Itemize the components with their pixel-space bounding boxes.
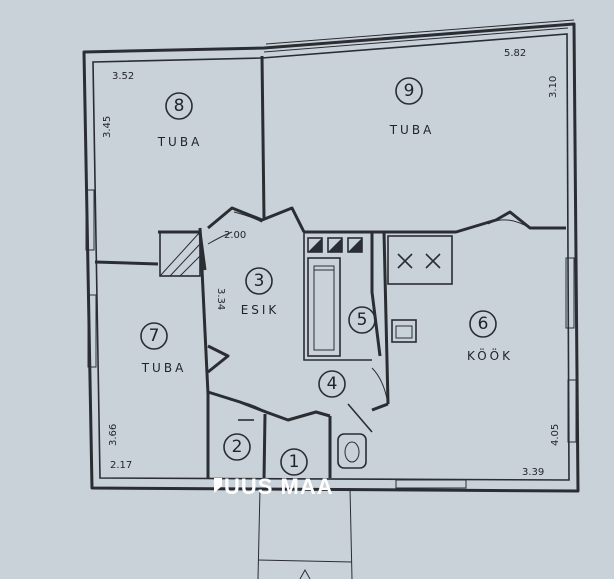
dim-room8-width: 3.52 bbox=[112, 71, 134, 82]
interior-walls bbox=[94, 55, 566, 481]
kitchen-sink bbox=[391, 319, 417, 343]
room-8-number: 8 bbox=[174, 96, 185, 116]
dim-room7-height: 3.66 bbox=[108, 424, 119, 446]
dim-room9-width: 5.82 bbox=[504, 48, 526, 59]
bathtub bbox=[307, 257, 341, 357]
dim-room6-width: 3.39 bbox=[522, 467, 544, 478]
outer-walls bbox=[82, 19, 580, 493]
room-1-label: 1 bbox=[280, 448, 308, 476]
room-5-number: 5 bbox=[357, 310, 368, 330]
dimension-labels: 3.52 3.45 5.82 3.10 2.00 3.34 3.66 2.17 … bbox=[102, 48, 561, 478]
room-7-label: 7 TUBA bbox=[140, 322, 187, 375]
brand-mark-icon bbox=[214, 478, 222, 493]
room-6-name: KÖÖK bbox=[467, 347, 513, 363]
room-4-number: 4 bbox=[327, 374, 338, 394]
room-9-label: 9 TUBA bbox=[389, 77, 435, 137]
room-3-number: 3 bbox=[254, 271, 265, 291]
room-6-label: 6 KÖÖK bbox=[467, 310, 513, 363]
windows bbox=[85, 189, 577, 489]
dim-room7-width: 2.17 bbox=[110, 460, 132, 471]
toilet bbox=[337, 433, 367, 469]
stairs bbox=[159, 231, 201, 277]
brand-logo: UUS MAA bbox=[214, 474, 334, 499]
brand-name: UUS MAA bbox=[224, 474, 334, 499]
room-8-name: TUBA bbox=[157, 135, 203, 149]
room-3-label: 3 ESIK bbox=[241, 267, 280, 317]
room-5-label: 5 bbox=[348, 306, 376, 334]
room-4-label: 4 bbox=[318, 370, 346, 398]
room-7-name: TUBA bbox=[141, 361, 187, 375]
room-2-label: 2 bbox=[223, 433, 251, 461]
room-9-number: 9 bbox=[404, 81, 415, 101]
dim-room3-width: 2.00 bbox=[224, 230, 246, 241]
room-6-number: 6 bbox=[478, 314, 489, 334]
dim-room9-height: 3.10 bbox=[548, 76, 559, 98]
room-9-name: TUBA bbox=[389, 123, 435, 137]
boiler-units bbox=[307, 237, 363, 253]
room-1-number: 1 bbox=[289, 452, 300, 472]
dim-room8-height: 3.45 bbox=[102, 116, 113, 138]
room-2-number: 2 bbox=[232, 437, 243, 457]
door-swings bbox=[207, 211, 531, 413]
stove bbox=[387, 235, 453, 285]
dim-room6-height: 4.05 bbox=[550, 424, 561, 446]
room-8-label: 8 TUBA bbox=[157, 92, 203, 149]
room-7-number: 7 bbox=[149, 326, 160, 346]
room-3-name: ESIK bbox=[241, 303, 280, 317]
entrance-steps bbox=[257, 487, 353, 579]
dim-room3-height: 3.34 bbox=[215, 288, 226, 310]
